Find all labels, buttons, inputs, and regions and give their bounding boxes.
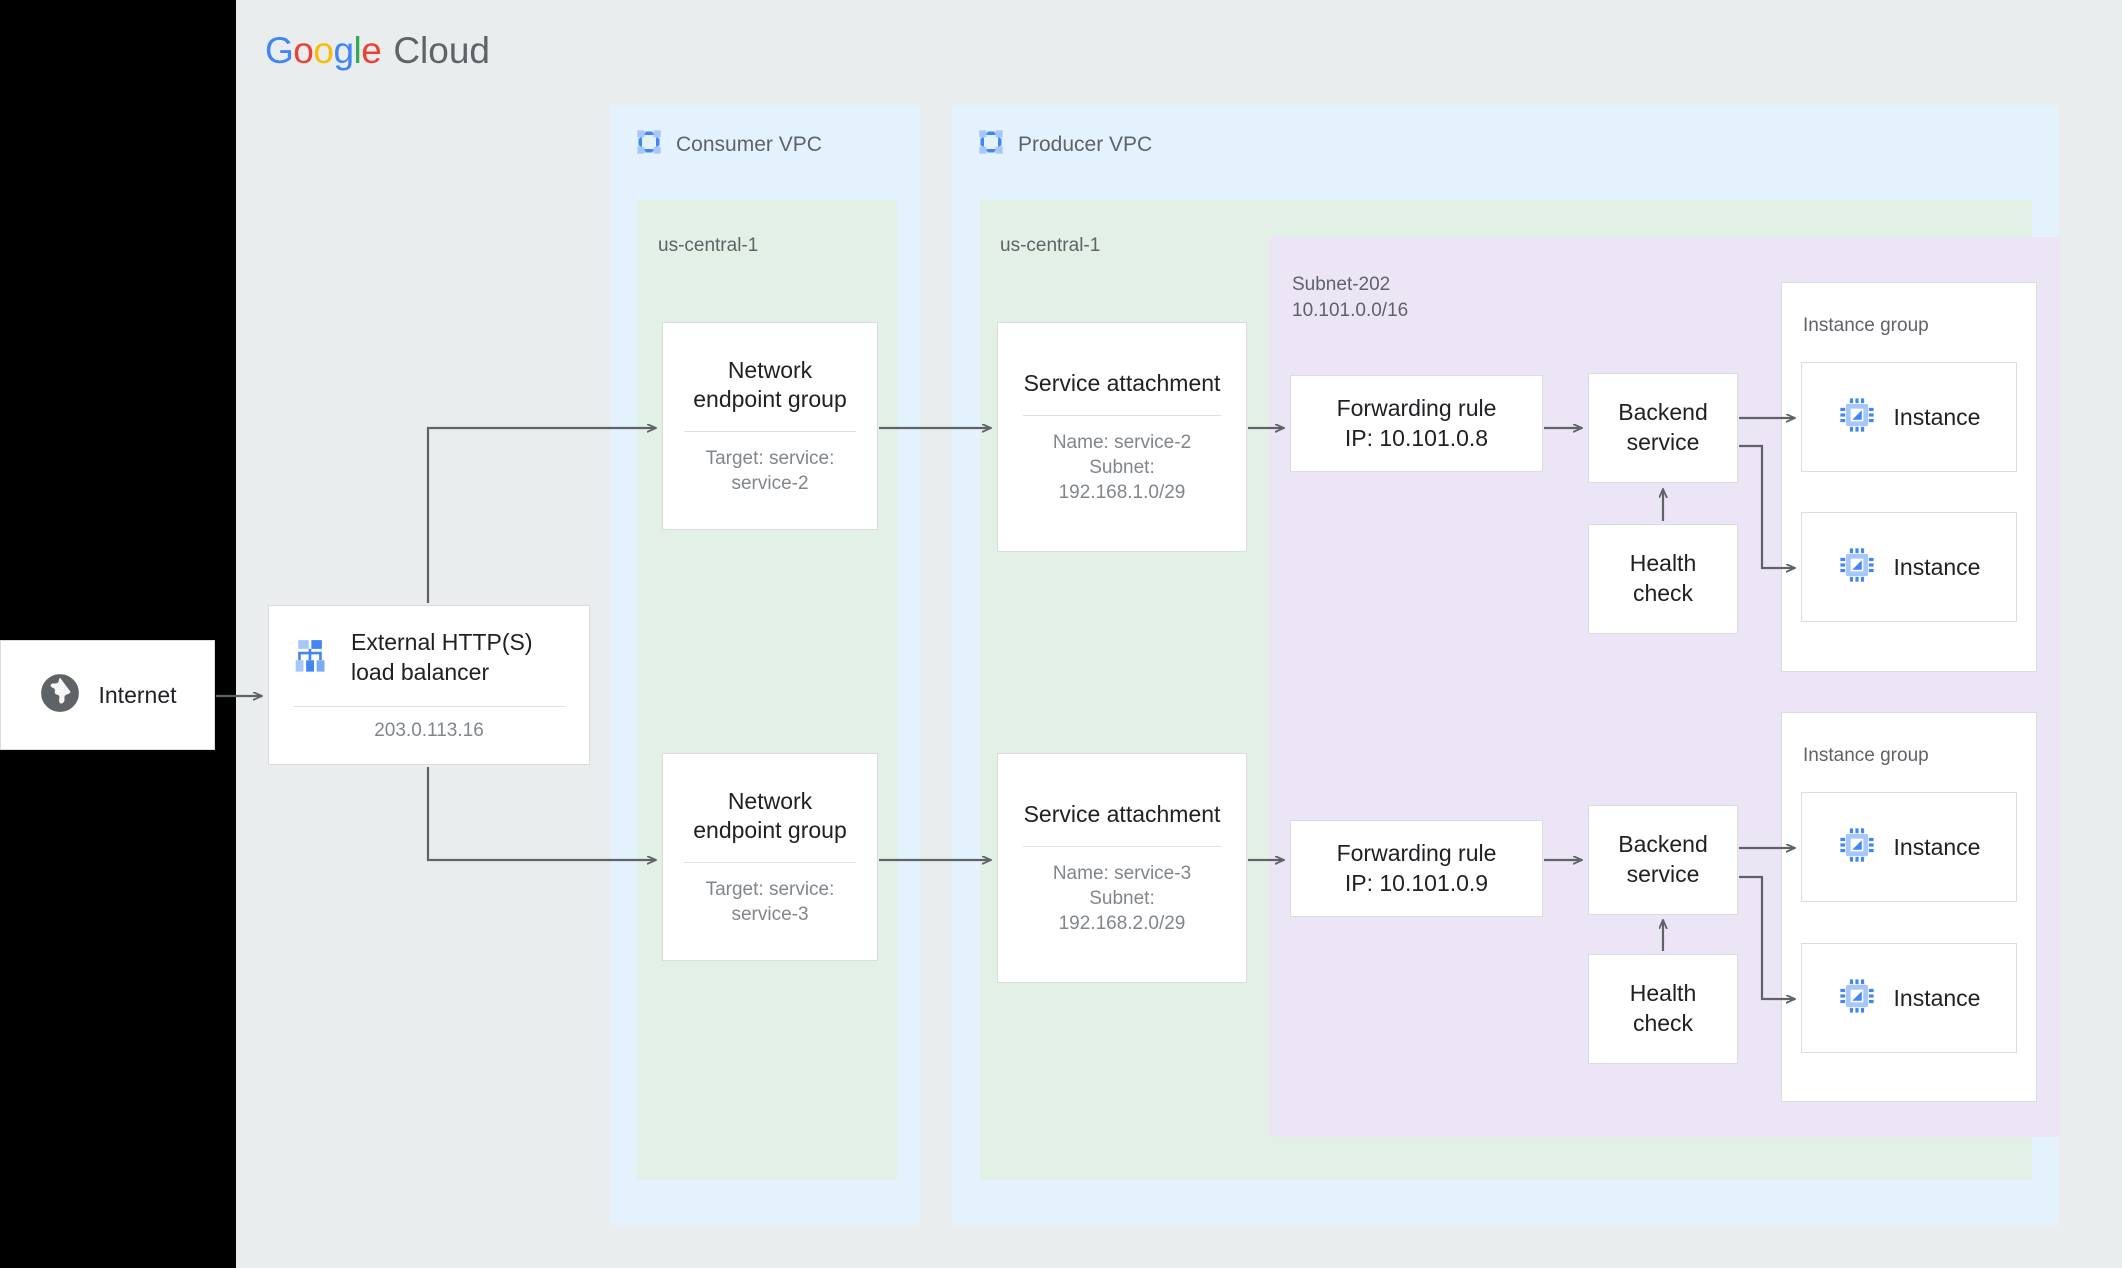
neg-1-subtitle: Target: service: service-2 (706, 446, 835, 496)
instance-icon (1838, 826, 1876, 869)
google-wordmark: Google (265, 29, 382, 71)
instance-icon (1838, 546, 1876, 589)
producer-vpc-header: Producer VPC (977, 128, 1152, 161)
neg-1-title-line2: endpoint group (693, 386, 847, 413)
sa-1-sub-line2: Subnet: (1089, 456, 1155, 478)
hc-2-line2: check (1632, 1010, 1694, 1036)
cloud-wordmark: Cloud (393, 29, 491, 71)
bs-1-line2: service (1626, 429, 1700, 455)
internet-node[interactable]: Internet (0, 640, 215, 750)
subnet-name: Subnet-202 (1292, 274, 1391, 295)
hc-1-line1: Health (1629, 550, 1697, 577)
sa-2-subtitle: Name: service-3 Subnet: 192.168.2.0/29 (1053, 861, 1191, 936)
instance-2-1-label: Instance (1893, 833, 1981, 860)
logo-letter-o1: o (293, 29, 314, 71)
load-balancer-icon (293, 634, 335, 681)
sa-2-sub-line1: Name: service-3 (1052, 862, 1192, 884)
internet-label: Internet (98, 681, 177, 708)
network-endpoint-group-2[interactable]: Network endpoint group Target: service: … (662, 753, 878, 961)
hc-2-line1: Health (1629, 980, 1697, 1007)
sa-2-sub-line3: 192.168.2.0/29 (1058, 912, 1186, 934)
instance-2-1[interactable]: Instance (1801, 792, 2017, 902)
divider (1022, 414, 1222, 416)
forwarding-rule-2[interactable]: Forwarding rule IP: 10.101.0.9 (1290, 820, 1543, 917)
sa-1-sub-line1: Name: service-2 (1052, 431, 1192, 453)
health-check-1[interactable]: Health check (1588, 524, 1738, 634)
backend-service-1[interactable]: Backend service (1588, 373, 1738, 483)
sa-1-title: Service attachment (1023, 369, 1221, 396)
instance-1-2[interactable]: Instance (1801, 512, 2017, 622)
subnet-label: Subnet-202 10.101.0.0/16 (1292, 272, 1408, 323)
instance-icon (1838, 396, 1876, 439)
divider (1022, 845, 1222, 847)
fr-2-line2: IP: 10.101.0.9 (1344, 869, 1489, 896)
neg-1-title: Network endpoint group (693, 356, 846, 416)
network-endpoint-group-1[interactable]: Network endpoint group Target: service: … (662, 322, 878, 530)
bs-2-text: Backend service (1618, 830, 1708, 890)
load-balancer-ip: 203.0.113.16 (374, 720, 484, 741)
fr-2-text: Forwarding rule IP: 10.101.0.9 (1337, 839, 1497, 899)
load-balancer-title: External HTTP(S) load balancer (351, 628, 532, 688)
neg-2-title-line2: endpoint group (693, 817, 847, 844)
logo-letter-g: G (265, 29, 294, 71)
globe-icon (39, 672, 81, 719)
lb-title-line2: load balancer (351, 658, 490, 685)
health-check-2[interactable]: Health check (1588, 954, 1738, 1064)
logo-letter-l: l (353, 29, 362, 71)
sa-2-title: Service attachment (1023, 800, 1221, 827)
neg-2-sub-line2: service-3 (731, 904, 809, 926)
hc-2-text: Health check (1630, 979, 1696, 1039)
divider (684, 862, 856, 864)
logo-letter-o2: o (313, 29, 334, 71)
fr-1-line1: Forwarding rule (1336, 394, 1497, 421)
hc-1-line2: check (1632, 580, 1694, 606)
neg-2-title: Network endpoint group (693, 787, 846, 847)
vpc-icon (977, 128, 1005, 161)
bs-2-line2: service (1626, 861, 1700, 887)
fr-2-line1: Forwarding rule (1336, 839, 1497, 866)
forwarding-rule-1[interactable]: Forwarding rule IP: 10.101.0.8 (1290, 375, 1543, 472)
instance-2-2-label: Instance (1893, 984, 1981, 1011)
hc-1-text: Health check (1630, 549, 1696, 609)
instance-group-1-label: Instance group (1803, 315, 1929, 336)
producer-vpc-title: Producer VPC (1018, 132, 1153, 156)
neg-1-title-line1: Network (727, 356, 813, 383)
bs-2-line1: Backend (1618, 831, 1708, 858)
neg-2-subtitle: Target: service: service-3 (706, 877, 835, 927)
consumer-vpc-header: Consumer VPC (635, 128, 822, 161)
neg-1-sub-line1: Target: service: (705, 448, 835, 470)
vpc-icon (635, 128, 663, 161)
consumer-vpc-title: Consumer VPC (676, 132, 822, 156)
logo-letter-g2: g (333, 29, 354, 71)
google-cloud-logo: Google Cloud (265, 28, 490, 72)
fr-1-text: Forwarding rule IP: 10.101.0.8 (1337, 394, 1497, 454)
instance-icon (1838, 977, 1876, 1020)
instance-2-2[interactable]: Instance (1801, 943, 2017, 1053)
instance-group-2-label: Instance group (1803, 745, 1929, 766)
service-attachment-2[interactable]: Service attachment Name: service-3 Subne… (997, 753, 1247, 983)
service-attachment-1[interactable]: Service attachment Name: service-2 Subne… (997, 322, 1247, 552)
neg-2-sub-line1: Target: service: (705, 879, 835, 901)
instance-1-1[interactable]: Instance (1801, 362, 2017, 472)
sa-1-subtitle: Name: service-2 Subnet: 192.168.1.0/29 (1053, 430, 1191, 505)
lb-title-line1: External HTTP(S) (351, 629, 533, 655)
backend-service-2[interactable]: Backend service (1588, 805, 1738, 915)
sa-2-sub-line2: Subnet: (1089, 887, 1155, 909)
sa-1-sub-line3: 192.168.1.0/29 (1058, 481, 1186, 503)
fr-1-line2: IP: 10.101.0.8 (1344, 424, 1489, 451)
bs-1-line1: Backend (1618, 399, 1708, 426)
instance-1-1-label: Instance (1893, 403, 1981, 430)
load-balancer-node[interactable]: External HTTP(S) load balancer 203.0.113… (268, 605, 590, 765)
instance-1-2-label: Instance (1893, 553, 1981, 580)
divider (684, 431, 856, 433)
neg-2-title-line1: Network (727, 787, 813, 814)
neg-1-sub-line2: service-2 (731, 473, 809, 495)
consumer-region-label: us-central-1 (658, 235, 759, 256)
subnet-cidr: 10.101.0.0/16 (1292, 299, 1409, 321)
producer-region-label: us-central-1 (1000, 235, 1101, 256)
bs-1-text: Backend service (1618, 398, 1708, 458)
logo-letter-e: e (361, 29, 382, 71)
load-balancer-header: External HTTP(S) load balancer (293, 628, 565, 688)
